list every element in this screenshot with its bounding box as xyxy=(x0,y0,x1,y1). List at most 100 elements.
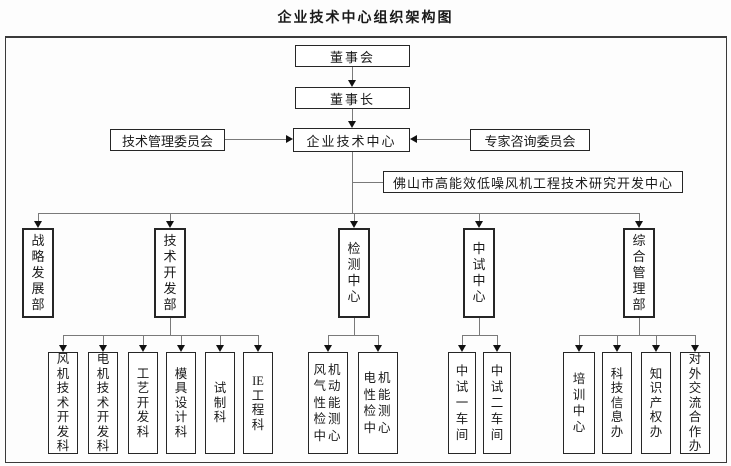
arrowhead-down-icon xyxy=(99,345,107,352)
node-label: 电机技术开发科 xyxy=(96,352,110,454)
connector-line xyxy=(103,335,104,345)
node-mold-design-section: 模具设计科 xyxy=(166,352,196,454)
connector-line xyxy=(258,335,259,345)
node-enterprise-tech-center: 企业技术中心 xyxy=(293,128,410,152)
node-tech-dev-dept: 技术开发部 xyxy=(154,228,186,318)
node-pilot-workshop-2: 中试二车间 xyxy=(483,352,511,454)
connector-line xyxy=(143,335,144,345)
node-label: 电机性能检测中心 xyxy=(363,371,393,435)
connector-line xyxy=(354,213,355,221)
connector-line xyxy=(220,335,221,345)
node-general-mgmt-dept: 综合管理部 xyxy=(623,228,655,318)
node-label: 试制科 xyxy=(213,381,227,425)
connector-line xyxy=(352,152,353,213)
node-label: 工艺开发科 xyxy=(136,366,150,439)
page-title: 企业技术中心组织架构图 xyxy=(277,11,454,26)
node-label: 董事会 xyxy=(329,49,375,65)
node-motor-performance-testing-center: 电机性能检测中心 xyxy=(358,352,398,454)
connector-line xyxy=(63,335,64,345)
connector-line xyxy=(354,318,355,335)
arrowhead-down-icon xyxy=(652,345,660,352)
node-label: 中试二车间 xyxy=(490,364,504,442)
chart-border-frame xyxy=(5,36,727,463)
node-label: 风机技术开发科 xyxy=(56,352,70,454)
node-trial-production-section: 试制科 xyxy=(205,352,235,454)
connector-line xyxy=(479,213,480,221)
node-training-center: 培训中心 xyxy=(563,352,595,454)
arrowhead-down-icon xyxy=(139,345,147,352)
node-pilot-workshop-1: 中试一车间 xyxy=(448,352,476,454)
node-label: 中试一车间 xyxy=(455,364,469,442)
connector-line xyxy=(417,139,470,140)
connector-line xyxy=(656,335,657,345)
node-expert-advisory-committee: 专家咨询委员会 xyxy=(470,129,590,151)
node-label: 模具设计科 xyxy=(174,366,188,439)
node-label: IE工程科 xyxy=(251,374,265,432)
connector-line xyxy=(579,335,580,345)
connector-line xyxy=(181,335,182,345)
connector-line xyxy=(695,335,696,345)
node-label: 培训中心 xyxy=(572,372,586,434)
arrowhead-right-icon xyxy=(286,135,293,143)
node-process-dev-section: 工艺开发科 xyxy=(128,352,158,454)
arrowhead-left-icon xyxy=(410,135,417,143)
node-pilot-test-center: 中试中心 xyxy=(463,228,495,318)
node-chairman: 董事长 xyxy=(295,87,410,109)
arrowhead-down-icon xyxy=(348,80,356,87)
arrowhead-down-icon xyxy=(475,221,483,228)
connector-line xyxy=(579,335,695,336)
connector-line xyxy=(479,318,480,335)
node-external-cooperation-office: 对外交流合作办 xyxy=(680,352,710,454)
connector-line xyxy=(170,318,171,335)
node-strategy-dev-dept: 战略发展部 xyxy=(22,228,54,318)
arrowhead-down-icon xyxy=(254,345,262,352)
connector-line xyxy=(170,213,171,221)
node-label: 知识产权办 xyxy=(649,366,663,439)
arrowhead-down-icon xyxy=(613,345,621,352)
connector-line xyxy=(462,335,463,345)
connector-line xyxy=(38,213,639,214)
node-label: 企业技术中心 xyxy=(306,133,397,149)
connector-line xyxy=(353,182,383,183)
node-label: 中试中心 xyxy=(472,241,486,304)
node-motor-tech-dev-section: 电机技术开发科 xyxy=(88,352,118,454)
node-label: 对外交流合作办 xyxy=(688,352,702,454)
node-label: 检测中心 xyxy=(347,241,361,304)
connector-line xyxy=(38,213,39,221)
connector-line xyxy=(225,139,286,140)
arrowhead-down-icon xyxy=(458,345,466,352)
node-ip-office: 知识产权办 xyxy=(641,352,671,454)
node-testing-center: 检测中心 xyxy=(338,228,370,318)
arrowhead-down-icon xyxy=(216,345,224,352)
arrowhead-down-icon xyxy=(177,345,185,352)
node-label: 专家咨询委员会 xyxy=(484,133,576,149)
connector-line xyxy=(328,335,378,336)
arrowhead-down-icon xyxy=(348,121,356,128)
node-label: 风机气动性能检测中心 xyxy=(313,362,343,443)
connector-line xyxy=(639,318,640,335)
arrowhead-down-icon xyxy=(350,221,358,228)
arrowhead-down-icon xyxy=(166,221,174,228)
node-label: 技术开发部 xyxy=(163,233,177,312)
arrowhead-down-icon xyxy=(374,345,382,352)
node-label: 技术管理委员会 xyxy=(121,133,213,149)
arrowhead-down-icon xyxy=(691,345,699,352)
arrowhead-down-icon xyxy=(34,221,42,228)
node-label: 佛山市高能效低噪风机工程技术研究开发中心 xyxy=(392,175,673,191)
arrowhead-down-icon xyxy=(493,345,501,352)
connector-line xyxy=(378,335,379,345)
node-ie-engineering-section: IE工程科 xyxy=(243,352,273,454)
node-label: 董事长 xyxy=(329,91,375,107)
node-label: 科技信息办 xyxy=(610,366,624,439)
connector-line xyxy=(352,109,353,121)
connector-line xyxy=(497,335,498,345)
node-label: 综合管理部 xyxy=(632,233,646,312)
connector-line xyxy=(328,335,329,345)
connector-line xyxy=(639,213,640,221)
connector-line xyxy=(63,335,258,336)
node-foshan-rd-center: 佛山市高能效低噪风机工程技术研究开发中心 xyxy=(383,171,683,193)
node-tech-mgmt-committee: 技术管理委员会 xyxy=(110,129,225,151)
arrowhead-down-icon xyxy=(324,345,332,352)
arrowhead-down-icon xyxy=(575,345,583,352)
